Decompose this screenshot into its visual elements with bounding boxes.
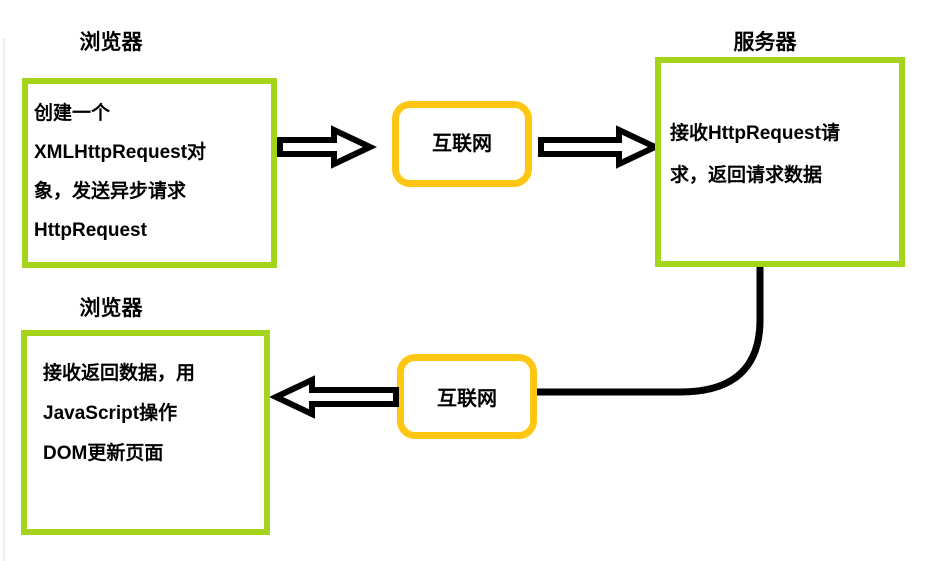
browser-bottom-text-line: 接收返回数据，用 bbox=[43, 363, 196, 384]
response-arrow-internet-to-browser-icon bbox=[268, 375, 399, 419]
browser-top-text-line: HttpRequest bbox=[34, 220, 147, 241]
response-connector-server-to-internet bbox=[537, 267, 764, 396]
left-edge-artifact-line bbox=[3, 38, 5, 561]
browser-top-text-line: 象，发送异步请求 bbox=[34, 181, 187, 202]
browser-top-title: 浏览器 bbox=[79, 31, 143, 54]
browser-bottom-text-line: DOM更新页面 bbox=[43, 443, 164, 464]
internet-bottom-box: 互联网 bbox=[397, 354, 537, 439]
server-text-line: 求，返回请求数据 bbox=[670, 165, 823, 186]
server-box: 接收HttpRequest请 求，返回请求数据 bbox=[655, 57, 905, 267]
browser-top-text-line: 创建一个 bbox=[34, 103, 111, 124]
request-arrow-browser-to-internet-icon bbox=[277, 125, 378, 169]
server-title: 服务器 bbox=[733, 31, 797, 54]
browser-top-box: 创建一个 XMLHttpRequest对 象，发送异步请求 HttpReques… bbox=[22, 78, 277, 268]
browser-bottom-box: 接收返回数据，用 JavaScript操作 DOM更新页面 bbox=[21, 330, 270, 535]
browser-bottom-text-line: JavaScript操作 bbox=[43, 403, 178, 424]
internet-top-box: 互联网 bbox=[392, 101, 532, 187]
browser-bottom-title: 浏览器 bbox=[79, 297, 143, 320]
request-arrow-internet-to-server-icon bbox=[538, 125, 663, 169]
server-text-line: 接收HttpRequest请 bbox=[670, 123, 840, 144]
browser-top-text-line: XMLHttpRequest对 bbox=[34, 142, 207, 163]
internet-bottom-label: 互联网 bbox=[437, 388, 497, 410]
internet-top-label: 互联网 bbox=[432, 132, 492, 155]
